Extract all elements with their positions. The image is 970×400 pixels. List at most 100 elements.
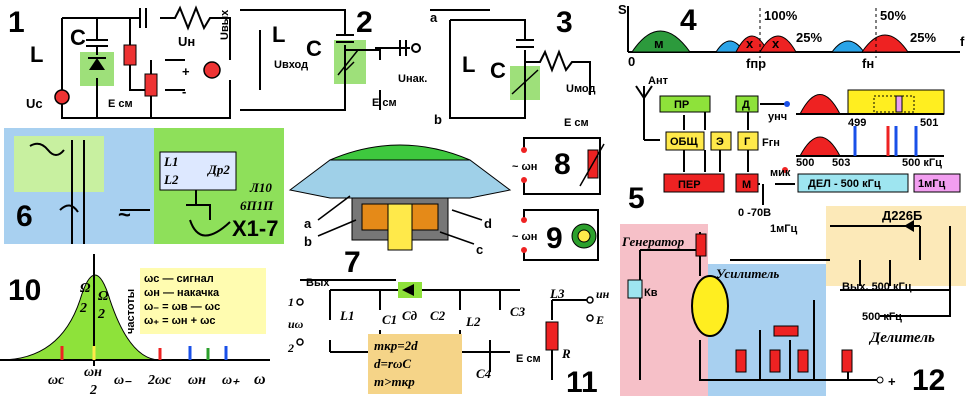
label-Uh: Uн (178, 34, 195, 49)
p11-label-L2: L2 (465, 314, 481, 329)
p5-label-499: 499 (848, 117, 866, 129)
p11-label-L3: L3 (549, 286, 565, 301)
block-per (663, 173, 725, 193)
p11-label-Esm: E см (516, 353, 541, 365)
p11-formula-2: d=rωC (374, 356, 411, 371)
p7-cap (329, 144, 471, 161)
source-uc (54, 89, 70, 105)
p10-label-om1: Ω (80, 281, 91, 296)
panel-number-11: 11 (566, 366, 598, 399)
p12-label-mhz: 1мГц (770, 223, 797, 235)
p5-label-m: М (742, 179, 751, 191)
block-d (735, 95, 759, 113)
p11-formula-box (368, 334, 462, 394)
p4-label-S: S (618, 2, 627, 17)
p4-label-50: 50% (880, 8, 906, 23)
p11-label-C3: C3 (510, 304, 526, 319)
p6-label-L1: L1 (163, 154, 178, 169)
p6-label-tilde: ~ (118, 202, 131, 227)
p11-label-in1: 1 (288, 295, 294, 309)
p5-label-501: 501 (920, 117, 938, 129)
p9-label-w: ~ ωн (512, 231, 537, 243)
panel-7-cross-section: a b d c 7 (288, 144, 512, 279)
p4-label-100: 100% (764, 8, 798, 23)
spectrum-red-x2 (759, 35, 797, 53)
p5-label-d: Д (742, 99, 750, 111)
p7-label-b: b (304, 234, 312, 249)
panel-1-circuit: 1 L C Uc Uн E см + - (8, 5, 231, 119)
panel-number-1: 1 (8, 6, 25, 39)
panel-12-circuit: 1мГц Д226Б Генератор Кв Усилитель Вых. 5… (620, 206, 966, 397)
p12-label-amp: Усилитель (716, 266, 779, 281)
panel-number-6: 6 (16, 200, 33, 233)
p11-label-C1: C1 (382, 312, 397, 327)
panel-number-3: 3 (556, 6, 573, 39)
p12-label-kv: Кв (644, 287, 658, 299)
p5-label-500: 500 (796, 157, 814, 169)
p10-axis-wc: ωс (48, 373, 65, 388)
p7-label-d: d (484, 216, 492, 231)
p10-legend-wc: ωс — сигнал (144, 273, 214, 285)
block-del (797, 173, 909, 193)
p5-label-503: 503 (832, 157, 850, 169)
p5-label-unch: унч (768, 111, 787, 123)
p4-label-fn: fн (862, 56, 874, 71)
p10-legend-bg (140, 268, 266, 334)
p10-axis-wm: ω₋ (114, 373, 132, 388)
panel-number-12: 12 (912, 364, 945, 397)
p12-divider-bg (826, 206, 966, 286)
p8-label-w: ~ ωн (512, 161, 537, 173)
p5-label-volt: 0 -70В (738, 207, 771, 219)
p11-label-uw: uω (288, 317, 304, 331)
p2-label-Uvhod: Uвход (274, 59, 308, 71)
p10-axis-two: 2 (89, 383, 97, 398)
p2-label-E: E см (372, 97, 397, 109)
p12-label-div: Делитель (868, 330, 935, 346)
resistor-1 (123, 44, 137, 66)
label-Uc: Uc (26, 96, 43, 111)
block-obsh (665, 131, 705, 151)
label-E: E см (108, 98, 133, 110)
resistor-2 (144, 73, 158, 97)
p6-green-inner (14, 136, 104, 192)
p4-label-x1: х (746, 36, 754, 51)
p12-label-out: Вых. 500 кГц (842, 281, 912, 293)
p10-legend-wn: ωн — накачка (144, 287, 220, 299)
panel-number-8: 8 (554, 148, 571, 181)
p10-label-two2: 2 (97, 307, 105, 322)
panel-4-spectrum: 4 S f 0 м х х 100% 50% 25% 25% fпр fн (618, 2, 965, 71)
p12-amplifier-bg (708, 264, 826, 396)
p3-label-a: a (430, 10, 438, 25)
panel-6-circuit: 6 ~ L1 L2 Др2 Л10 6П1П Х1-7 (4, 128, 284, 244)
p7-label-c: c (476, 242, 483, 257)
p1-wires (61, 5, 231, 119)
panel-number-10: 10 (8, 274, 41, 307)
spectrum-m (631, 30, 691, 53)
p11-resistor (545, 321, 559, 351)
panel-number-2: 2 (356, 6, 373, 39)
p5-label-del: ДЕЛ - 500 кГц (808, 178, 881, 190)
p6-label-dr: Др2 (207, 162, 230, 177)
p4-label-25a: 25% (796, 30, 822, 45)
p10-legend-title: частоты (125, 289, 137, 334)
p5-label-1mhz: 1мГц (918, 178, 945, 190)
p11-label-R: R (561, 346, 571, 361)
p3-label-L: L (462, 52, 475, 77)
source-uh (203, 61, 221, 79)
block-pr (659, 95, 711, 113)
p12-label-in500: 500 кГц (862, 311, 902, 323)
p2-label-C: C (306, 36, 322, 61)
panel-number-4: 4 (680, 4, 697, 37)
p11-formula-1: mкр=2d (374, 338, 418, 353)
p2-label-Unak: Uнак. (398, 73, 427, 85)
p5-label-mik: мик (770, 167, 791, 179)
p11-formula-3: m>mкр (374, 374, 415, 389)
p11-label-vyh: Вых (306, 277, 330, 289)
p3-label-C: C (490, 58, 506, 83)
p11-label-C2: C2 (430, 308, 446, 323)
p11-label-L1: L1 (339, 308, 354, 323)
p7-label-a: a (304, 216, 312, 231)
p5-label-e: Э (716, 136, 724, 148)
panel-number-5: 5 (628, 182, 645, 215)
